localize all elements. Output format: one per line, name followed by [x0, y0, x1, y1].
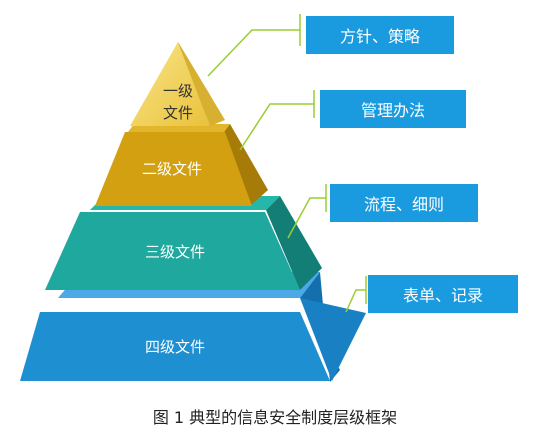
connector-1	[207, 29, 300, 77]
tier-1-label-line2: 文件	[163, 104, 193, 122]
tier-1-label-line1: 一级	[163, 82, 193, 100]
tier-3-label: 三级文件	[145, 243, 205, 261]
connector-4	[345, 289, 366, 313]
callout-policy-strategy: 方针、策略	[306, 16, 454, 54]
connector-lines	[207, 14, 367, 313]
tier-2: 二级文件	[95, 124, 268, 206]
callout-forms-records: 表单、记录	[368, 275, 518, 313]
figure-caption: 图 1 典型的信息安全制度层级框架	[152, 408, 398, 427]
tier-2-label: 二级文件	[142, 160, 202, 178]
tier-3: 三级文件	[45, 196, 322, 290]
tier-4-label: 四级文件	[145, 338, 205, 356]
callout-process-rules: 流程、细则	[330, 184, 478, 222]
callout-management-measures: 管理办法	[320, 90, 466, 128]
tier-1: 一级 文件	[130, 42, 225, 126]
connector-3	[287, 197, 326, 239]
connector-2	[239, 103, 314, 151]
